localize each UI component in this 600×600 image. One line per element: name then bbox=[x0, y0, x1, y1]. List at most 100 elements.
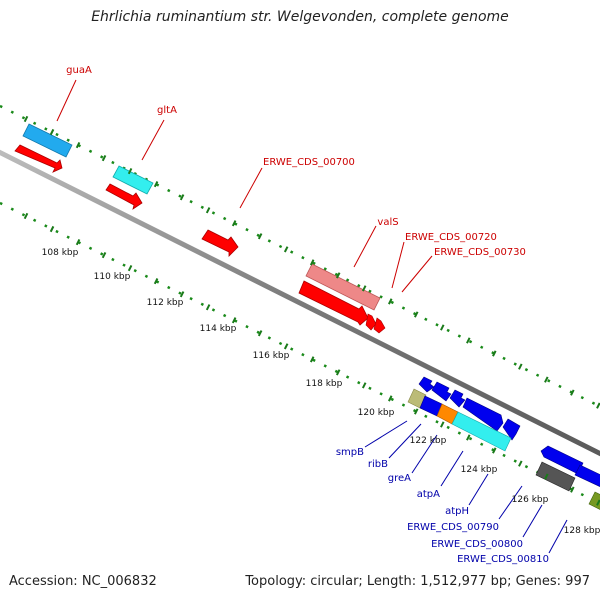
reverse-track-tick bbox=[335, 369, 341, 376]
tick-label: 112 kbp bbox=[147, 298, 184, 308]
genome-backbone bbox=[0, 149, 600, 457]
gene-guaA-arrow[interactable] bbox=[14, 144, 63, 173]
accession-text: Accession: NC_006832 bbox=[9, 574, 157, 589]
gene-ERWE_CDS_00720-arrow[interactable] bbox=[365, 313, 377, 331]
reverse-track-tick bbox=[49, 225, 55, 233]
reverse-track-tick bbox=[387, 395, 393, 402]
forward-track-tick bbox=[335, 272, 341, 279]
reverse-track-tick bbox=[231, 317, 237, 324]
forward-track-tick bbox=[231, 220, 237, 227]
reverse-track-tick bbox=[414, 408, 419, 415]
label-line-ribB bbox=[388, 423, 422, 459]
gene-label-smpB[interactable]: smpB bbox=[336, 447, 364, 458]
reverse-track-tick bbox=[518, 460, 523, 467]
gene-label-ERWE_CDS_00790[interactable]: ERWE_CDS_00790 bbox=[407, 522, 499, 533]
gene-greA-arrow[interactable] bbox=[449, 389, 466, 408]
forward-track-tick bbox=[101, 154, 107, 162]
gene-label-atpH[interactable]: atpH bbox=[445, 506, 469, 517]
reverse-track-tick bbox=[492, 447, 497, 454]
gene-guaA-bar[interactable] bbox=[22, 123, 73, 158]
forward-track-tick bbox=[309, 259, 315, 266]
gene-label-valS[interactable]: valS bbox=[377, 217, 398, 228]
forward-track-tick bbox=[257, 233, 263, 240]
gene-label-guaA[interactable]: guaA bbox=[66, 65, 92, 76]
gene-atpA-arrow[interactable] bbox=[462, 397, 504, 432]
gene-gltA-bar[interactable] bbox=[112, 165, 154, 195]
label-line-valS bbox=[353, 225, 377, 268]
forward-track-tick bbox=[492, 350, 497, 357]
forward-track-tick bbox=[361, 285, 367, 292]
gene-ERWE_CDS_00730-arrow[interactable] bbox=[373, 317, 386, 334]
label-line-greA bbox=[411, 434, 438, 474]
gene-ERWE_CDS_00790-box[interactable] bbox=[535, 461, 576, 492]
label-line-atpA bbox=[440, 450, 464, 487]
forward-track-tick bbox=[23, 115, 29, 123]
gene-label-greA[interactable]: greA bbox=[388, 473, 411, 484]
forward-track-tick bbox=[179, 194, 185, 201]
forward-dot-track bbox=[0, 104, 600, 408]
tick-label: 114 kbp bbox=[200, 324, 237, 334]
forward-track-tick bbox=[414, 311, 419, 318]
label-line-ERWE_CDS_00700 bbox=[239, 167, 263, 209]
map-title: Ehrlichia ruminantium str. Welgevonden, … bbox=[91, 9, 509, 25]
forward-track-tick bbox=[440, 324, 445, 331]
forward-track-tick bbox=[466, 337, 471, 344]
reverse-track-tick bbox=[127, 265, 133, 272]
forward-track-tick bbox=[596, 402, 600, 409]
tick-label: 126 kbp bbox=[512, 495, 549, 505]
forward-track-tick bbox=[153, 181, 159, 188]
gene-label-ERWE_CDS_00800[interactable]: ERWE_CDS_00800 bbox=[431, 539, 523, 550]
forward-track-tick bbox=[570, 389, 575, 396]
tick-label: 118 kbp bbox=[306, 379, 343, 389]
gene-label-atpA[interactable]: atpA bbox=[417, 489, 440, 500]
tick-label: 110 kbp bbox=[94, 272, 131, 282]
forward-track-tick bbox=[49, 128, 55, 136]
forward-track-tick bbox=[544, 376, 549, 383]
forward-track-tick bbox=[127, 168, 133, 175]
tick-label: 128 kbp bbox=[564, 526, 600, 536]
forward-track-tick bbox=[387, 298, 393, 305]
gene-label-ERWE_CDS_00700[interactable]: ERWE_CDS_00700 bbox=[263, 157, 355, 168]
reverse-track-tick bbox=[309, 356, 315, 363]
gene-smpB-arrow[interactable] bbox=[418, 376, 435, 393]
label-line-ERWE_CDS_00810 bbox=[548, 519, 568, 554]
gene-gltA-arrow[interactable] bbox=[105, 183, 143, 210]
gene-label-ERWE_CDS_00730[interactable]: ERWE_CDS_00730 bbox=[434, 247, 526, 258]
reverse-track-tick bbox=[179, 291, 185, 298]
reverse-track-tick bbox=[75, 238, 81, 246]
reverse-track-tick bbox=[283, 343, 289, 350]
gene-ERWE_CDS_00810-arrow[interactable] bbox=[574, 464, 600, 488]
gene-label-ribB[interactable]: ribB bbox=[368, 459, 388, 470]
gene-ribB-arrow[interactable] bbox=[431, 381, 452, 402]
reverse-track-tick bbox=[101, 251, 107, 259]
gene-label-ERWE_CDS_00720[interactable]: ERWE_CDS_00720 bbox=[405, 232, 497, 243]
label-line-ERWE_CDS_00720 bbox=[391, 241, 405, 289]
gene-valS-bar[interactable] bbox=[305, 263, 381, 311]
reverse-track-tick bbox=[23, 212, 29, 220]
reverse-track-tick bbox=[257, 330, 263, 337]
reverse-track-tick bbox=[570, 486, 575, 493]
label-line-smpB bbox=[364, 420, 408, 448]
tick-label: 108 kbp bbox=[42, 248, 79, 258]
gene-label-gltA[interactable]: gltA bbox=[157, 105, 177, 116]
tick-label: 116 kbp bbox=[253, 351, 290, 361]
reverse-track-tick bbox=[153, 278, 159, 285]
reverse-track-tick bbox=[466, 434, 471, 441]
forward-track-tick bbox=[518, 363, 523, 370]
gene-cyan-box[interactable] bbox=[451, 411, 512, 452]
gene-valS-arrow[interactable] bbox=[298, 280, 369, 326]
forward-track-tick bbox=[205, 207, 211, 214]
tick-label: 124 kbp bbox=[461, 465, 498, 475]
forward-track-tick bbox=[75, 141, 81, 149]
label-line-atpH bbox=[468, 473, 489, 506]
gene-ERWE_CDS_00700-arrow[interactable] bbox=[201, 229, 239, 257]
gene-label-ERWE_CDS_00810[interactable]: ERWE_CDS_00810 bbox=[457, 554, 549, 565]
reverse-track-tick bbox=[440, 421, 445, 428]
label-line-ERWE_CDS_00790 bbox=[498, 485, 523, 520]
tick-label: 122 kbp bbox=[410, 436, 447, 446]
summary-text: Topology: circular; Length: 1,512,977 bp… bbox=[245, 574, 590, 589]
reverse-track-tick bbox=[544, 473, 549, 480]
reverse-track-tick bbox=[361, 382, 367, 389]
forward-track-tick bbox=[283, 246, 289, 253]
